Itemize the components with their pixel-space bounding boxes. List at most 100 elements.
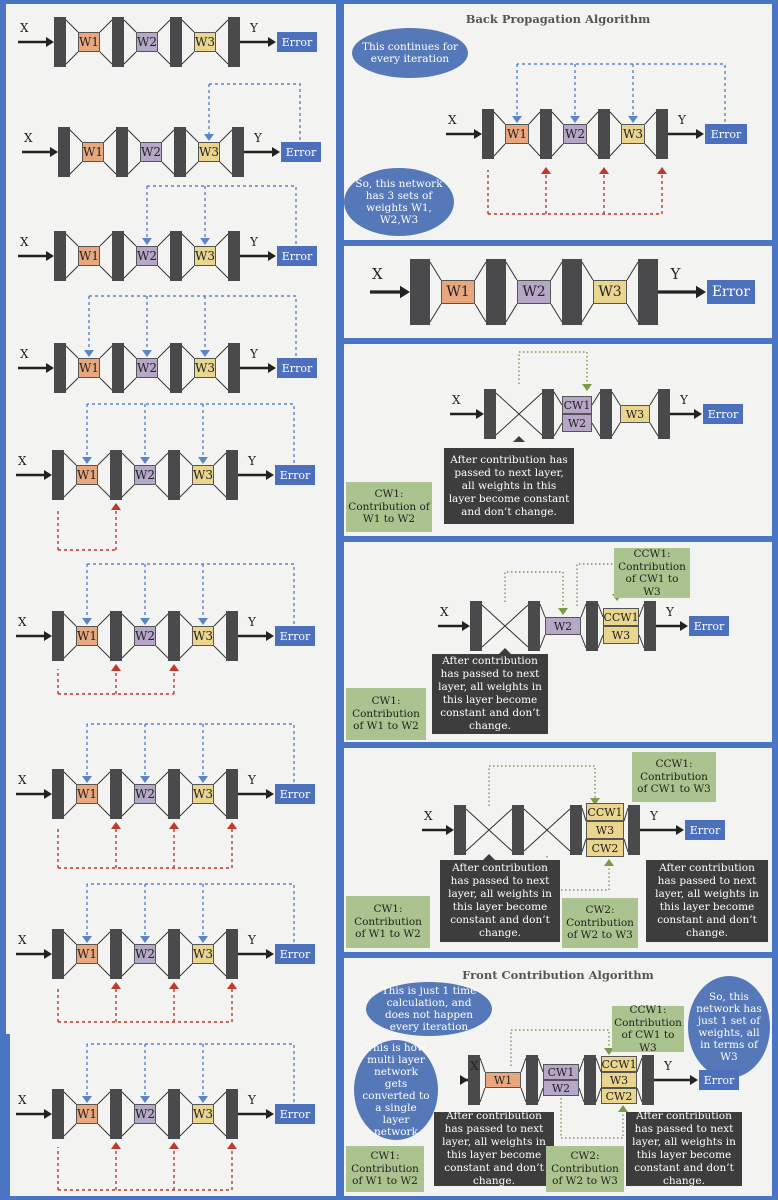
- connection-line: [623, 838, 629, 853]
- feedback-arrowhead-blue: [198, 457, 208, 464]
- weight-box-w3: W3: [621, 124, 645, 144]
- output-arrowhead: [268, 363, 276, 373]
- weight-box-w1: W1: [78, 358, 100, 378]
- connection-line: [181, 265, 195, 279]
- gradient-arrowhead-red: [227, 822, 237, 829]
- connection-line: [215, 19, 229, 33]
- layer-bar-1: [454, 805, 466, 855]
- connection-line: [611, 391, 621, 406]
- connection-line: [157, 377, 171, 391]
- bubble-three-sets-of-weights: So, this network has 3 sets of weights W…: [344, 168, 454, 236]
- layer-bar-4: [226, 929, 238, 979]
- connection-line: [493, 143, 506, 157]
- feedback-arrowhead-blue: [142, 350, 152, 357]
- error-box: Error: [275, 944, 315, 964]
- back-propagation-title: Back Propagation Algorithm: [465, 12, 651, 26]
- connection-line: [179, 771, 193, 785]
- connection-line: [465, 808, 513, 852]
- input-arrowhead: [50, 147, 58, 157]
- output-arrowhead: [266, 789, 274, 799]
- error-box: Error: [277, 246, 317, 266]
- connection-line: [63, 771, 77, 785]
- feedback-arrowhead-blue: [140, 776, 150, 783]
- diagram-canvas: [446, 63, 726, 215]
- connection-line: [97, 771, 111, 785]
- connection-line: [179, 484, 193, 498]
- connection-line: [155, 931, 169, 945]
- layer-bar-1: [482, 109, 494, 159]
- connection-line: [537, 1057, 544, 1073]
- connection-line: [581, 303, 594, 323]
- contribution-arrow-green: [576, 563, 618, 606]
- layer-bar-1: [58, 127, 70, 177]
- input-arrowhead: [46, 37, 54, 47]
- connection-line: [493, 111, 506, 125]
- connection-line: [103, 161, 117, 175]
- connection-line: [121, 803, 135, 817]
- connection-line: [181, 345, 195, 359]
- contribution-arrowhead-green: [590, 798, 600, 805]
- connection-line: [481, 604, 529, 648]
- output-y-label: Y: [250, 21, 258, 35]
- weight-box-w3: W3: [192, 944, 214, 964]
- layer-bar-4: [628, 805, 640, 855]
- weight-box-w3: W3: [603, 626, 639, 644]
- panel-front-contribution-step-1: After contribution has passed to next la…: [344, 344, 772, 536]
- feedback-arrowhead-blue: [200, 350, 210, 357]
- input-arrowhead: [462, 621, 470, 631]
- gradient-arrowhead-red: [169, 822, 179, 829]
- connection-line: [213, 1123, 227, 1137]
- layer-bar-1: [52, 929, 64, 979]
- connection-line: [65, 233, 79, 247]
- layer-bar-1: [52, 450, 64, 500]
- connection-line: [638, 634, 645, 649]
- note-cw2-definition: CW2: Contribution of W2 to W3: [546, 1146, 624, 1192]
- output-y-label: Y: [248, 773, 256, 787]
- weight-box-w3: W3: [620, 405, 650, 423]
- weight-box-cw1: CW1: [543, 1064, 579, 1080]
- weight-box-cw2: CW2: [586, 839, 624, 857]
- note-pointer: [499, 648, 511, 654]
- connection-line: [636, 1087, 643, 1103]
- connection-line: [97, 803, 111, 817]
- connection-line: [155, 803, 169, 817]
- layer-bar-4: [232, 127, 244, 177]
- output-arrowhead: [268, 37, 276, 47]
- input-arrowhead: [400, 285, 410, 299]
- layer-bar-4: [228, 17, 240, 67]
- connection-line: [215, 51, 229, 65]
- feedback-arrow-blue: [87, 563, 295, 624]
- layer-bar-4: [656, 109, 668, 159]
- connection-line: [215, 265, 229, 279]
- layer-bar-1: [54, 17, 66, 67]
- connection-line: [644, 143, 657, 157]
- feedback-arrow-blue: [209, 83, 301, 140]
- feedback-arrowhead-blue: [140, 936, 150, 943]
- connection-line: [550, 303, 563, 323]
- connection-line: [597, 634, 604, 649]
- layer-bar-1: [54, 343, 66, 393]
- note-pointer: [483, 854, 495, 860]
- input-x-label: X: [18, 933, 27, 947]
- input-arrowhead: [446, 825, 454, 835]
- note-ccw1-definition: CCW1: Contribution of CW1 to W3: [632, 752, 716, 802]
- connection-line: [63, 452, 77, 466]
- input-x-label: X: [18, 773, 27, 787]
- layer-bar-3: [168, 611, 180, 661]
- connection-line: [121, 645, 135, 659]
- diagram-canvas: [450, 351, 702, 442]
- connection-line: [99, 51, 113, 65]
- connection-line: [179, 645, 193, 659]
- error-box: Error: [703, 404, 743, 424]
- output-y-label: Y: [248, 615, 256, 629]
- connection-line: [157, 233, 171, 247]
- gradient-arrowhead-red: [169, 1142, 179, 1149]
- input-x-label: X: [440, 605, 449, 619]
- connection-line: [636, 1057, 643, 1073]
- output-y-label: Y: [254, 131, 262, 145]
- diagram-canvas: [16, 403, 295, 551]
- connection-line: [97, 613, 111, 627]
